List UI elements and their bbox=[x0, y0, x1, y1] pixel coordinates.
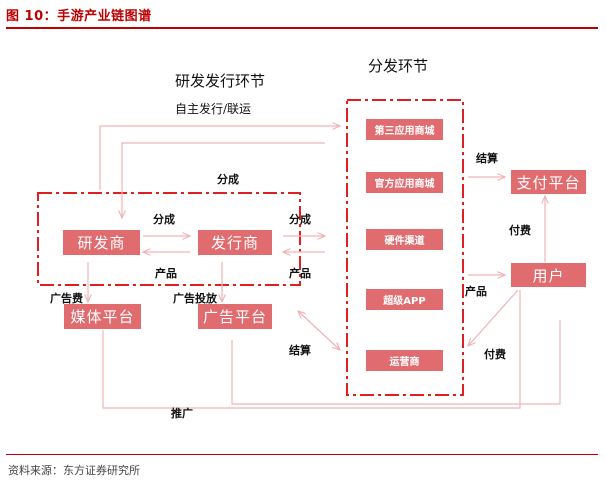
channel-super-app: 超级APP bbox=[366, 289, 443, 310]
promotion-right-line bbox=[231, 320, 561, 405]
settlement-payment-label: 结算 bbox=[476, 152, 498, 165]
rd-publish-section-title: 研发发行环节 bbox=[175, 72, 266, 90]
revenue-share-top-label: 分成 bbox=[217, 173, 239, 186]
developer-node: 研发商 bbox=[63, 230, 140, 255]
rd-publish-dashed-box bbox=[37, 192, 301, 286]
self-publish-label: 自主发行/联运 bbox=[175, 102, 252, 116]
dist-ad-settlement-arrow bbox=[298, 311, 340, 350]
revenue-share-top-arrow bbox=[122, 142, 325, 218]
product-dist-user-label: 产品 bbox=[465, 285, 487, 298]
distribution-dashed-box bbox=[346, 99, 464, 396]
payment-user-label: 付费 bbox=[509, 224, 531, 237]
distribution-section-title: 分发环节 bbox=[368, 57, 429, 75]
product-pub-dist-label: 产品 bbox=[289, 267, 311, 280]
payment-platform-node: 支付平台 bbox=[511, 170, 586, 194]
revenue-share-dev-pub-label: 分成 bbox=[153, 213, 175, 226]
channel-third-party-store: 第三应用商城 bbox=[366, 119, 443, 140]
ad-fee-label: 广告费 bbox=[50, 292, 83, 305]
user-node: 用户 bbox=[511, 263, 586, 287]
title-divider bbox=[6, 27, 598, 29]
media-platform-node: 媒体平台 bbox=[64, 304, 141, 329]
self-publish-arrow bbox=[99, 126, 340, 190]
revenue-share-pub-dist-label: 分成 bbox=[289, 213, 311, 226]
ad-placement-label: 广告投放 bbox=[173, 292, 217, 305]
channel-carrier: 运营商 bbox=[366, 350, 443, 371]
ad-platform-node: 广告平台 bbox=[198, 304, 272, 329]
source-note: 资料来源：东方证券研究所 bbox=[8, 464, 140, 477]
channel-hardware: 硬件渠道 bbox=[366, 229, 443, 250]
user-to-dist-payment-arrow bbox=[468, 289, 519, 346]
channel-official-store: 官方应用商城 bbox=[366, 172, 443, 193]
product-dev-pub-label: 产品 bbox=[155, 267, 177, 280]
promotion-left-line bbox=[102, 290, 521, 409]
figure-title: 图 10：手游产业链图谱 bbox=[6, 9, 152, 24]
publisher-node: 发行商 bbox=[198, 230, 272, 255]
source-divider bbox=[6, 454, 598, 455]
settlement-ad-label: 结算 bbox=[289, 344, 311, 357]
promotion-label: 推广 bbox=[171, 407, 193, 420]
payment-channel-label: 付费 bbox=[484, 348, 506, 361]
